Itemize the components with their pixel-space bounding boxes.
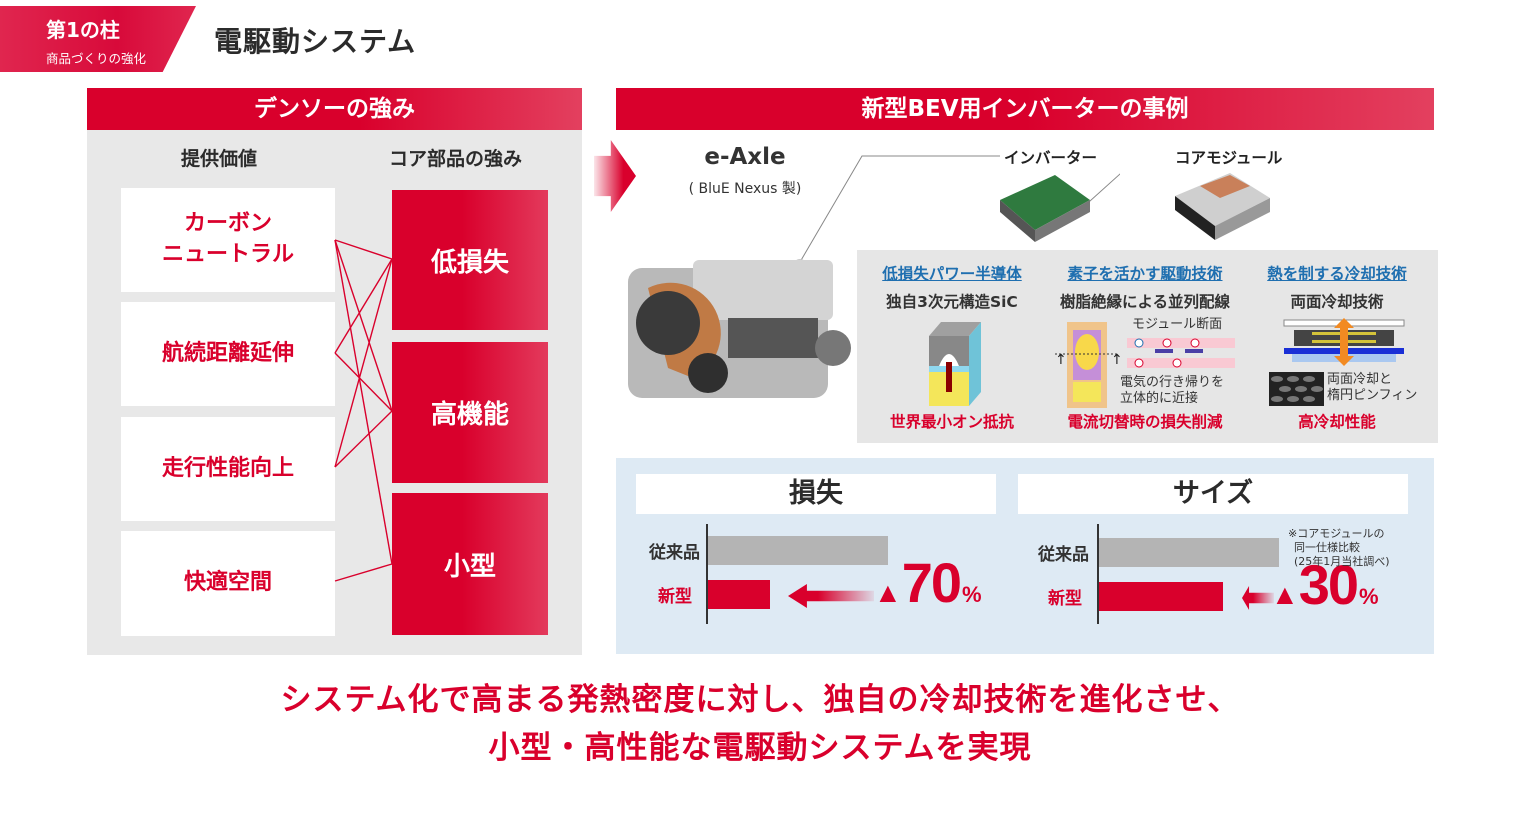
tech-col-cooling: 熱を制する冷却技術 両面冷却技術 [1242, 250, 1432, 312]
denso-strengths-panel: デンソーの強み 提供価値 コア部品の強み カーボンニュートラル 航続距離延伸 走… [87, 88, 582, 655]
loss-axis [706, 524, 708, 624]
size-new-bar [1099, 582, 1223, 611]
value-label: 航続距離延伸 [161, 340, 294, 366]
strength-compact: 小型 [392, 493, 548, 635]
panel-title: デンソーの強み [87, 88, 582, 130]
tech-title: 低損失パワー半導体 [882, 265, 1022, 283]
tech-note: 立体的に近接 [1120, 391, 1199, 406]
module-cross-section-icon: ↑ ↑ [1055, 322, 1235, 408]
page-title: 電駆動システム [214, 25, 417, 58]
value-comfort-space: 快適空間 [121, 531, 335, 636]
value-label: 走行性能向上 [161, 455, 294, 481]
comparison-footnote: ※コアモジュールの 同一仕様比較 (25年1月当社調べ) [1288, 527, 1390, 568]
percent-unit: % [1359, 584, 1379, 609]
value-driving-performance: 走行性能向上 [121, 417, 335, 521]
double-side-cooling-icon [1283, 318, 1405, 366]
pillar-subtitle: 商品づくりの強化 [46, 51, 147, 66]
strength-high-function: 高機能 [392, 342, 548, 483]
core-module-label: コアモジュール [1175, 149, 1283, 167]
size-axis [1097, 524, 1099, 624]
size-reduction: ▲30% [1271, 552, 1379, 617]
loss-old-bar [708, 536, 888, 565]
strength-label: 小型 [443, 551, 496, 582]
eaxle-name: e-Axle [704, 144, 786, 170]
percent-unit: % [962, 582, 982, 607]
tech-panel: 低損失パワー半導体 独自3次元構造SiC 世界最小オン抵抗 素子を活かす駆動技術… [857, 250, 1438, 443]
badge-tail [164, 6, 196, 72]
core-module-image [1175, 173, 1270, 240]
conclusion-line-2: 小型・高性能な電駆動システムを実現 [488, 730, 1032, 766]
conclusion-line-1: システム化で高まる発熱密度に対し、独自の冷却技術を進化させ、 [280, 682, 1240, 718]
loss-value: 70 [901, 551, 962, 614]
svg-text:↑: ↑ [1111, 352, 1123, 368]
value-range-extension: 航続距離延伸 [121, 302, 335, 406]
tech-title: 熱を制する冷却技術 [1267, 265, 1407, 283]
tech-col-drive: 素子を活かす駆動技術 樹脂絶縁による並列配線 [1050, 250, 1240, 312]
size-title: サイズ [1018, 474, 1408, 514]
value-label: カーボン [183, 211, 272, 237]
loss-reduction: ▲70% [874, 550, 982, 615]
comparison-panel: 損失 従来品 新型 ▲70% サイズ 従来品 新型 ▲30% [616, 458, 1434, 654]
footnote-line: (25年1月当社調べ) [1294, 554, 1390, 568]
pillar-badge: 第1の柱 商品づくりの強化 [0, 6, 196, 72]
inverter-label: インバーター [1004, 149, 1098, 167]
tech-note: 楕円ピンフィン [1327, 388, 1418, 403]
loss-old-label: 従来品 [649, 543, 700, 563]
tech-subtitle: 独自3次元構造SiC [886, 293, 1018, 311]
inverter-case-title: 新型BEV用インバーターの事例 [616, 88, 1434, 130]
tech-result: 電流切替時の損失削減 [1067, 413, 1223, 431]
column-label-strength: コア部品の強み [389, 148, 523, 170]
tech-col-semiconductor: 低損失パワー半導体 独自3次元構造SiC [857, 250, 1047, 312]
strength-low-loss: 低損失 [392, 190, 548, 330]
tech-result: 高冷却性能 [1298, 413, 1376, 431]
value-label: 快適空間 [183, 570, 272, 596]
value-carbon-neutral: カーボンニュートラル [121, 188, 335, 292]
inverter-image [1000, 175, 1090, 242]
strength-label: 低損失 [430, 247, 509, 278]
column-label-value: 提供価値 [181, 148, 258, 170]
sic-structure-icon [929, 322, 981, 406]
loss-new-label: 新型 [658, 587, 692, 607]
tech-note: 両面冷却と [1327, 372, 1393, 387]
eaxle-image [628, 260, 851, 398]
tech-subtitle: 樹脂絶縁による並列配線 [1059, 293, 1231, 311]
tech-title: 素子を活かす駆動技術 [1067, 265, 1223, 283]
tech-note: モジュール断面 [1132, 317, 1223, 332]
loss-title: 損失 [636, 474, 996, 514]
tech-subtitle: 両面冷却技術 [1290, 293, 1384, 311]
footnote-line: 同一仕様比較 [1294, 540, 1360, 554]
tech-result: 世界最小オン抵抗 [889, 413, 1014, 431]
footnote-line: ※コアモジュールの [1288, 527, 1385, 540]
pillar-number: 第1の柱 [46, 18, 120, 42]
svg-text:↑: ↑ [1055, 352, 1067, 368]
left-arrow-icon [1242, 586, 1274, 610]
pin-fin-image [1269, 372, 1324, 406]
tech-note: 電気の行き帰りを [1120, 375, 1225, 390]
triangle-icon: ▲ [874, 577, 902, 608]
left-arrow-icon [788, 584, 874, 608]
strength-label: 高機能 [430, 400, 509, 430]
size-old-label: 従来品 [1038, 545, 1089, 565]
value-label: ニュートラル [161, 242, 294, 267]
triangle-icon: ▲ [1271, 579, 1299, 610]
size-new-label: 新型 [1048, 589, 1082, 609]
size-value: 30 [1298, 553, 1359, 616]
size-old-bar [1099, 538, 1279, 567]
loss-new-bar [708, 580, 770, 609]
link-lines [334, 239, 393, 582]
eaxle-maker: ( BluE Nexus 製) [688, 181, 802, 197]
